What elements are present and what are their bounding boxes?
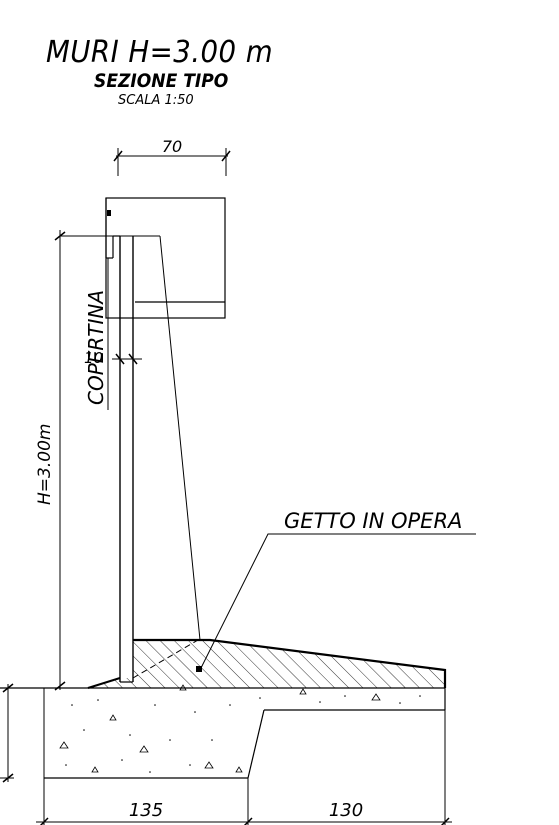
foundation: [0, 684, 446, 825]
dimension-base-height: [0, 683, 14, 783]
dimension-top-width-label: 70: [162, 137, 182, 156]
height-label: H=3.00m: [35, 424, 55, 505]
dimension-base: 135 130: [36, 800, 452, 825]
dimension-height: H=3.00m: [35, 230, 66, 691]
dimension-base-right-label: 130: [329, 800, 363, 821]
drawing-subtitle: SEZIONE TIPO: [94, 70, 229, 92]
drawing-title: MURI H=3.00 m: [46, 35, 274, 70]
copertina-callout: COPERTINA: [84, 258, 109, 410]
drawing-scale: SCALA 1:50: [118, 93, 194, 108]
getto-callout: GETTO IN OPERA: [196, 509, 476, 672]
dimension-base-left-label: 135: [129, 800, 163, 821]
dimension-wall-thickness-label: 10: [84, 349, 103, 367]
copertina-label: COPERTINA: [84, 290, 108, 405]
copertina-element: [105, 197, 226, 319]
getto-in-opera: [87, 638, 447, 689]
wall-stem: [105, 198, 134, 683]
dimension-wall-thickness: 10: [84, 349, 142, 367]
wall-back-line: [60, 235, 201, 641]
getto-label: GETTO IN OPERA: [284, 509, 462, 533]
dimension-top-width: 70: [113, 137, 231, 176]
